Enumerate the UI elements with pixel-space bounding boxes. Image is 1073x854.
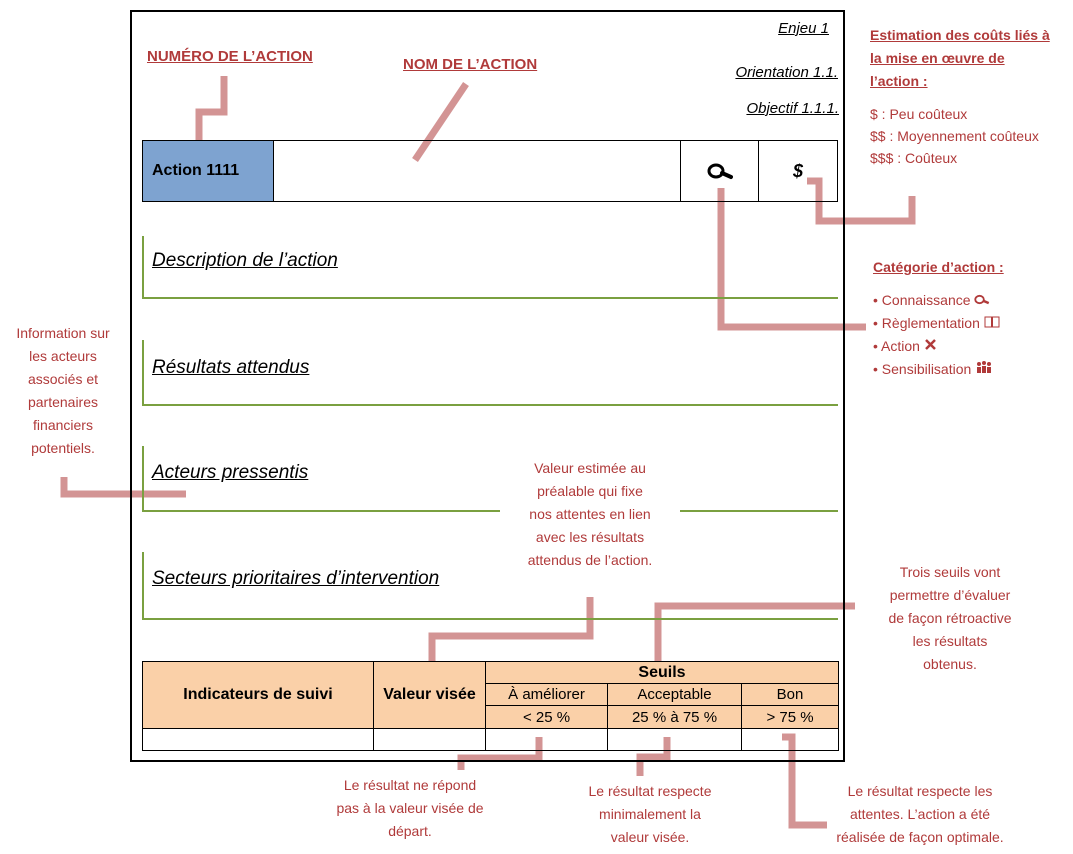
category-item: • Connaissance (873, 289, 1071, 312)
category-item: • Règlementation (873, 312, 1071, 335)
cost-legend: Estimation des coûts liés à la mise en œ… (870, 24, 1070, 169)
note-line: attentes. L’action a été (849, 806, 991, 822)
table-cell (607, 728, 742, 751)
action-sheet-frame (130, 10, 845, 762)
magnifier-icon (974, 294, 990, 305)
cost-legend-item: $ : Peu coûteux (870, 106, 968, 122)
threshold-range: < 25 % (485, 705, 608, 729)
action-number: Action 1111 (143, 141, 274, 201)
note-line: potentiels. (31, 440, 95, 456)
category-item-label: Règlementation (881, 315, 980, 331)
numero-action-label: NUMÉRO DE L’ACTION (147, 48, 313, 65)
action-name-field (274, 141, 681, 201)
section-title: Description de l’action (152, 250, 338, 271)
note-line: Le résultat ne répond (343, 777, 477, 793)
note-line: Valeur estimée au (534, 460, 646, 476)
note-line: Le résultat respecte (588, 783, 712, 799)
note-line: obtenus. (923, 656, 977, 672)
indicateurs-header: Indicateurs de suivi (142, 661, 374, 729)
note-line: attendus de l’action. (527, 552, 653, 568)
objectif-label: Objectif 1.1.1. (746, 100, 839, 117)
section-title: Acteurs pressentis (152, 462, 309, 483)
threshold-label: À améliorer (485, 683, 608, 706)
threshold-range: 25 % à 75 % (607, 705, 742, 729)
category-legend-title: Catégorie d’action : (873, 259, 1004, 275)
tools-icon (924, 339, 936, 350)
note-line: réalisée de façon optimale. (836, 829, 1004, 845)
category-item-label: Sensibilisation (881, 361, 972, 377)
section-title: Résultats attendus (152, 357, 310, 378)
category-item: • Sensibilisation (873, 358, 1071, 381)
note-line: de façon rétroactive (888, 610, 1012, 626)
note-line: départ. (388, 823, 432, 839)
category-cell (681, 141, 759, 201)
note-acteurs: Information sur les acteurs associés et … (0, 322, 126, 460)
note-acceptable: Le résultat respecte minimalement la val… (565, 780, 735, 849)
table-cell (741, 728, 839, 751)
note-line: avec les résultats (535, 529, 645, 545)
valeur-header: Valeur visée (373, 661, 486, 729)
table-row (142, 728, 839, 751)
threshold-label: Acceptable (607, 683, 742, 706)
section-description: Description de l’action (142, 236, 838, 299)
note-line: partenaires (27, 394, 99, 410)
category-item: • Action (873, 335, 1071, 358)
note-valeur: Valeur estimée au préalable qui fixe nos… (500, 457, 680, 572)
people-icon (977, 361, 992, 373)
note-line: les résultats (912, 633, 988, 649)
note-line: Trois seuils vont (899, 564, 1001, 580)
table-cell (373, 728, 486, 751)
magnifier-icon (707, 163, 733, 179)
cost-legend-item: $$$ : Coûteux (870, 150, 958, 166)
orientation-label: Orientation 1.1. (735, 64, 838, 81)
section-resultats: Résultats attendus (142, 340, 838, 406)
cost-legend-title: l’action : (870, 73, 928, 89)
note-line: Le résultat respecte les (847, 783, 993, 799)
note-bon: Le résultat respecte les attentes. L’act… (820, 780, 1020, 849)
note-line: associés et (27, 371, 99, 387)
note-line: les acteurs (29, 348, 97, 364)
indicators-table: Indicateurs de suivi Valeur visée Seuils… (142, 661, 839, 751)
category-legend: Catégorie d’action : • Connaissance • Rè… (873, 259, 1071, 381)
enjeu-label: Enjeu 1 (778, 20, 829, 37)
table-cell (485, 728, 608, 751)
note-line: Information sur (16, 325, 110, 341)
note-line: permettre d’évaluer (889, 587, 1011, 603)
note-line: financiers (33, 417, 93, 433)
book-icon (984, 316, 1000, 328)
note-line: minimalement la (599, 806, 701, 822)
note-line: préalable qui fixe (537, 483, 643, 499)
threshold-label: Bon (741, 683, 839, 706)
cost-legend-title: Estimation des coûts liés à (870, 27, 1050, 43)
cost-legend-title: la mise en œuvre de (870, 50, 1005, 66)
section-title: Secteurs prioritaires d’intervention (152, 568, 440, 589)
note-line: pas à la valeur visée de (336, 800, 484, 816)
note-line: nos attentes en lien (529, 506, 651, 522)
table-cell (142, 728, 374, 751)
note-seuils: Trois seuils vont permettre d’évaluer de… (860, 561, 1040, 676)
nom-action-label: NOM DE L’ACTION (403, 56, 538, 73)
action-row: Action 1111 $ (142, 140, 838, 202)
category-item-label: Action (881, 338, 920, 354)
seuils-header: Seuils (485, 661, 839, 684)
cost-legend-item: $$ : Moyennement coûteux (870, 128, 1039, 144)
threshold-range: > 75 % (741, 705, 839, 729)
cost-symbol: $ (792, 160, 803, 181)
note-line: valeur visée. (610, 829, 690, 845)
section-secteurs: Secteurs prioritaires d’intervention (142, 552, 838, 620)
section-acteurs: Acteurs pressentis (142, 446, 838, 512)
note-ameliorer: Le résultat ne répond pas à la valeur vi… (310, 774, 510, 843)
category-item-label: Connaissance (881, 292, 971, 308)
